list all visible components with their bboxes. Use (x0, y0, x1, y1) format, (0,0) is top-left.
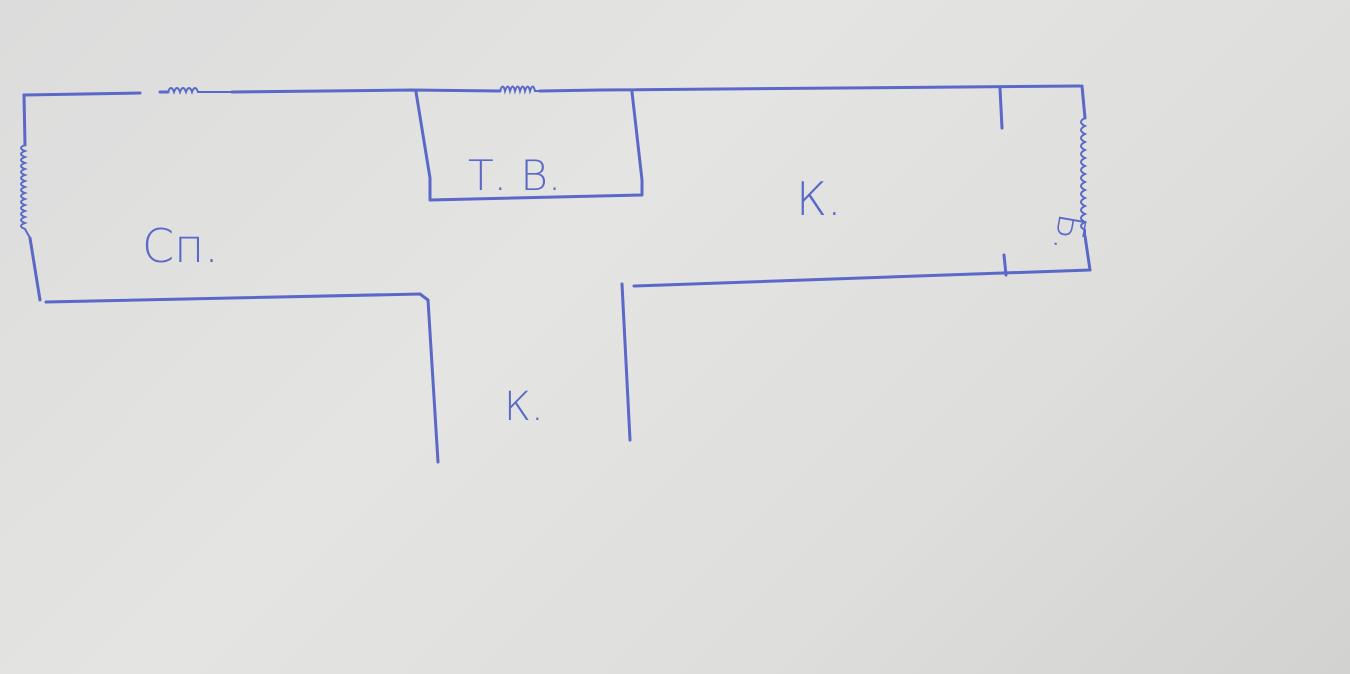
window-bathroom (499, 85, 540, 95)
right-wall (1080, 84, 1092, 272)
balcony-partition (998, 86, 1008, 277)
window-bedroom-top (167, 87, 232, 95)
windows (20, 85, 1088, 239)
corridor-right-wall (620, 282, 632, 442)
window-left (20, 144, 31, 239)
room-label-balcony: Б. (1045, 210, 1095, 255)
walls (22, 84, 1092, 464)
room-label-kitchen: К. (796, 172, 842, 226)
top-wall (22, 84, 1082, 97)
room-label-bedroom: Сп. (142, 219, 219, 273)
room-label-bathroom: Т. В. (468, 151, 561, 200)
left-wall (22, 93, 42, 302)
room-label-corridor: К. (504, 384, 544, 430)
kitchen-bottom-wall (632, 268, 1092, 288)
bedroom-bottom-wall (44, 292, 440, 464)
bathroom-walls (414, 90, 644, 202)
window-balcony (1080, 117, 1088, 236)
